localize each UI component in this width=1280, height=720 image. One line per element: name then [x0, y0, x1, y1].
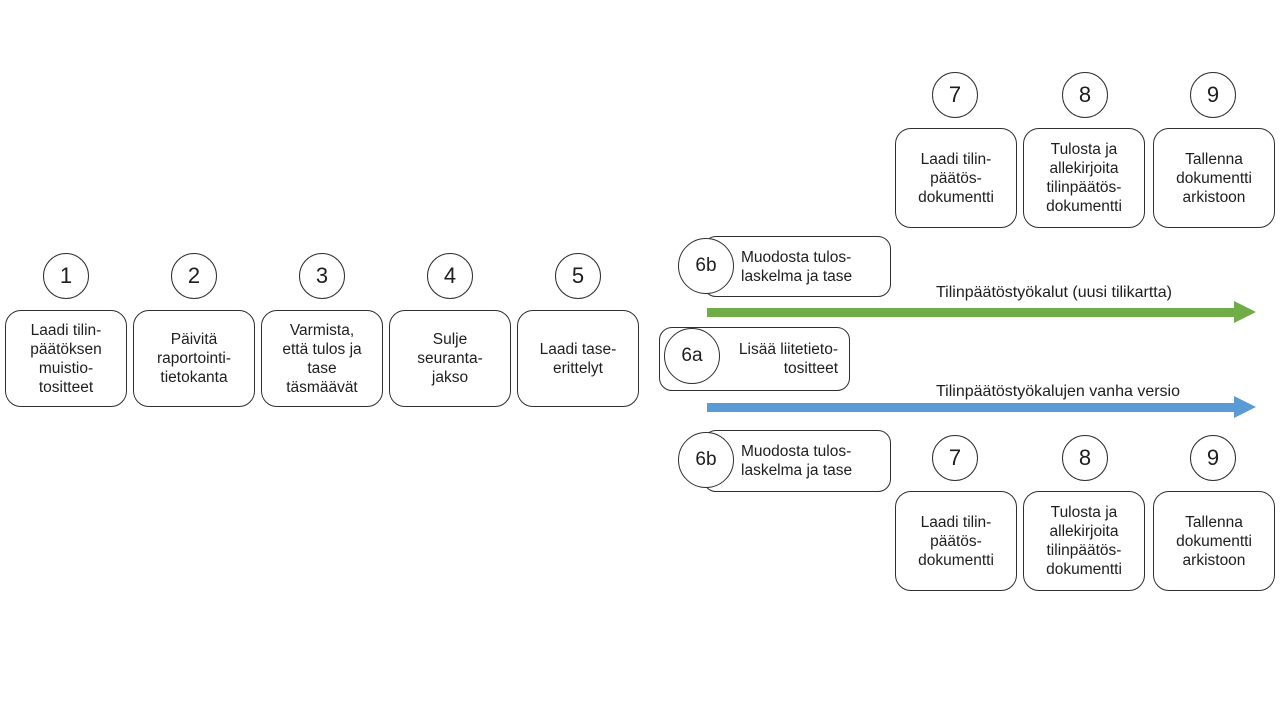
- step-number: 1: [59, 263, 73, 288]
- step-label: Tallenna dokumentti arkistoon: [1176, 150, 1252, 206]
- step-3-box: Varmista, että tulos ja tase täsmäävät: [261, 310, 383, 407]
- step-7-old-number-circle: 7: [932, 435, 978, 481]
- old-tools-arrow-head: [1234, 396, 1256, 418]
- step-number: 8: [1078, 445, 1092, 470]
- step-label: Päivitä raportointi- tietokanta: [156, 331, 232, 386]
- step-label: Muodosta tulos- laskelma ja tase: [741, 443, 853, 479]
- step-1-box: Laadi tilin- päätöksen muistio- tosittee…: [5, 310, 127, 407]
- step-label: Lisää liitetieto- tositteet: [738, 341, 838, 377]
- step-6b-old-number-circle: 6b: [678, 432, 734, 488]
- step-9-old-box: Tallenna dokumentti arkistoon: [1153, 491, 1275, 591]
- step-4-number-circle: 4: [427, 253, 473, 299]
- new-tools-arrow-head: [1234, 301, 1256, 323]
- step-label: Sulje seuranta- jakso: [417, 331, 483, 386]
- step-number: 5: [571, 263, 585, 288]
- new-tools-arrow-label: Tilinpäätöstyökalut (uusi tilikartta): [936, 284, 1172, 301]
- step-number: 7: [948, 82, 962, 107]
- step-number: 2: [187, 263, 201, 288]
- step-number: 7: [948, 445, 962, 470]
- step-1-number-circle: 1: [43, 253, 89, 299]
- step-2-box: Päivitä raportointi- tietokanta: [133, 310, 255, 407]
- step-number: 6b: [695, 255, 717, 276]
- step-label: Laadi tilin- päätös- dokumentti: [918, 150, 994, 206]
- step-3-number-circle: 3: [299, 253, 345, 299]
- step-number: 6a: [681, 345, 703, 366]
- step-7-new-number-circle: 7: [932, 72, 978, 118]
- old-tools-arrow-shaft: [707, 403, 1234, 412]
- step-label: Tulosta ja allekirjoita tilinpäätös- dok…: [1046, 504, 1122, 578]
- step-label: Laadi tilin- päätös- dokumentti: [918, 513, 994, 569]
- step-6a-number-circle: 6a: [664, 328, 720, 384]
- step-8-old-box: Tulosta ja allekirjoita tilinpäätös- dok…: [1023, 491, 1145, 591]
- step-9-old-number-circle: 9: [1190, 435, 1236, 481]
- step-number: 9: [1206, 445, 1220, 470]
- step-8-old-number-circle: 8: [1062, 435, 1108, 481]
- step-label: Varmista, että tulos ja tase täsmäävät: [282, 321, 362, 396]
- new-tools-arrow-shaft: [707, 308, 1234, 317]
- step-label: Tulosta ja allekirjoita tilinpäätös- dok…: [1046, 141, 1122, 215]
- step-7-old-box: Laadi tilin- päätös- dokumentti: [895, 491, 1017, 591]
- step-label: Laadi tilin- päätöksen muistio- tosittee…: [30, 321, 102, 396]
- step-5-box: Laadi tase- erittelyt: [517, 310, 639, 407]
- step-8-new-number-circle: 8: [1062, 72, 1108, 118]
- step-6b-new-number-circle: 6b: [678, 238, 734, 294]
- step-9-new-box: Tallenna dokumentti arkistoon: [1153, 128, 1275, 228]
- step-6b-old-box: Muodosta tulos- laskelma ja tase: [703, 430, 891, 492]
- step-8-new-box: Tulosta ja allekirjoita tilinpäätös- dok…: [1023, 128, 1145, 228]
- step-2-number-circle: 2: [171, 253, 217, 299]
- step-number: 4: [443, 263, 457, 288]
- step-number: 3: [315, 263, 329, 288]
- step-number: 6b: [695, 449, 717, 470]
- old-tools-arrow-label: Tilinpäätöstyökalujen vanha versio: [936, 383, 1180, 400]
- step-4-box: Sulje seuranta- jakso: [389, 310, 511, 407]
- step-5-number-circle: 5: [555, 253, 601, 299]
- step-label: Laadi tase- erittelyt: [539, 340, 617, 377]
- step-9-new-number-circle: 9: [1190, 72, 1236, 118]
- step-label: Tallenna dokumentti arkistoon: [1176, 513, 1252, 569]
- step-6b-new-box: Muodosta tulos- laskelma ja tase: [703, 236, 891, 297]
- step-label: Muodosta tulos- laskelma ja tase: [741, 248, 853, 285]
- step-number: 9: [1206, 82, 1220, 107]
- step-7-new-box: Laadi tilin- päätös- dokumentti: [895, 128, 1017, 228]
- step-number: 8: [1078, 82, 1092, 107]
